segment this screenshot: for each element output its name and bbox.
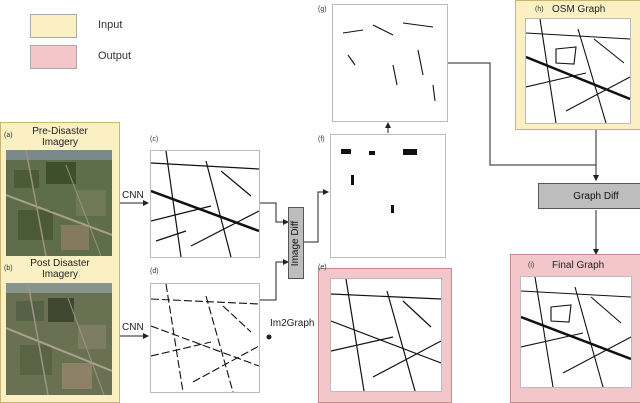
pre-disaster-road-mask [150,150,260,258]
pre-disaster-image [6,150,112,256]
post-disaster-caption-line2: Imagery [41,269,79,280]
post-disaster-caption-line1: Post Disaster [30,258,90,269]
panel-d-tag: (d) [150,268,159,275]
legend-input-swatch [30,14,77,38]
panel-h-tag: (h) [535,6,544,13]
arrow-c-bottom-to-diff [258,259,289,301]
arrow-diff-to-f [304,189,329,243]
image-diff-box: Image Diff [288,207,304,279]
graph-diff-sparse-image [332,4,448,122]
osm-graph-image [525,18,631,124]
graph-diff-label: Graph Diff [573,190,619,202]
cnn-label-bottom: CNN [122,322,144,333]
panel-e-tag: (e) [318,264,327,271]
legend-output-label: Output [98,50,132,62]
panel-b-tag: (b) [4,265,13,272]
panel-a-tag: (a) [4,132,13,139]
panel-f-tag: (f) [318,136,325,143]
pre-disaster-caption-line2: Imagery [41,137,79,148]
post-disaster-image [6,283,112,395]
graph-diff-box: Graph Diff [538,183,640,209]
post-disaster-caption: Post Disaster Imagery [10,258,110,280]
arrow-c-top-to-diff [258,202,289,225]
legend-input-label: Input [98,19,123,31]
im2graph-label: Im2Graph [270,318,315,329]
pre-disaster-caption: Pre-Disaster Imagery [10,126,110,148]
final-graph-title: Final Graph [552,260,605,271]
im2graph-dot [266,334,272,340]
panel-g-tag: (g) [318,6,327,13]
final-graph-image [520,276,632,388]
cnn-label-top: CNN [122,190,144,201]
image-diff-label: Image Diff [290,220,302,266]
post-disaster-road-mask [150,283,260,393]
panel-i-tag: (i) [528,262,535,269]
image-diff-output [330,134,446,258]
im2graph-output-image [330,278,442,392]
legend-output-swatch [30,45,77,69]
pre-disaster-caption-line1: Pre-Disaster [32,126,88,137]
panel-c-top-tag: (c) [150,136,159,143]
osm-graph-title: OSM Graph [552,4,606,15]
